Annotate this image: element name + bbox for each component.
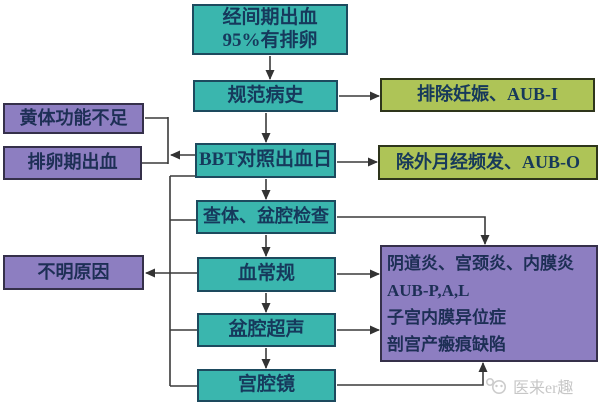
node-standardized-history: 规范病史 bbox=[193, 80, 338, 112]
node-intermenstrual-bleeding-line1: 经间期出血 bbox=[222, 6, 318, 28]
findings-line-cesarean-scar-defect: 剖宫产瘢痕缺陷 bbox=[387, 334, 506, 354]
node-pelvic-ultrasound: 盆腔超声 bbox=[197, 313, 336, 347]
node-bbt-bleeding-day: BBT对照出血日 bbox=[195, 143, 336, 178]
findings-line-aub-pal: AUB-P,A,L bbox=[387, 280, 470, 300]
findings-line-endometriosis: 子宫内膜异位症 bbox=[387, 307, 506, 327]
node-physical-pelvic-exam: 查体、盆腔检查 bbox=[196, 200, 336, 234]
node-luteal-insufficiency: 黄体功能不足 bbox=[3, 103, 144, 134]
node-blood-routine: 血常规 bbox=[197, 257, 336, 292]
node-intermenstrual-bleeding: 经间期出血 95%有排卵 bbox=[192, 4, 348, 55]
watermark-logo-icon bbox=[484, 376, 508, 397]
node-hysteroscopy: 宫腔镜 bbox=[197, 369, 336, 402]
watermark: 医来er趣 bbox=[484, 372, 573, 400]
watermark-text: 医来er趣 bbox=[513, 380, 574, 397]
node-findings-list: 阴道炎、宫颈炎、内膜炎 AUB-P,A,L 子宫内膜异位症 剖宫产瘢痕缺陷 bbox=[380, 245, 598, 362]
findings-line-inflammation: 阴道炎、宫颈炎、内膜炎 bbox=[387, 253, 574, 273]
node-exclude-frequent-menses-aub-o: 除外月经频发、AUB-O bbox=[378, 145, 598, 180]
node-intermenstrual-bleeding-line2: 95%有排卵 bbox=[222, 29, 318, 51]
node-exclude-pregnancy-aub-i: 排除妊娠、AUB-I bbox=[380, 78, 595, 112]
node-unknown-cause: 不明原因 bbox=[3, 255, 144, 290]
node-ovulation-bleeding: 排卵期出血 bbox=[3, 146, 142, 180]
